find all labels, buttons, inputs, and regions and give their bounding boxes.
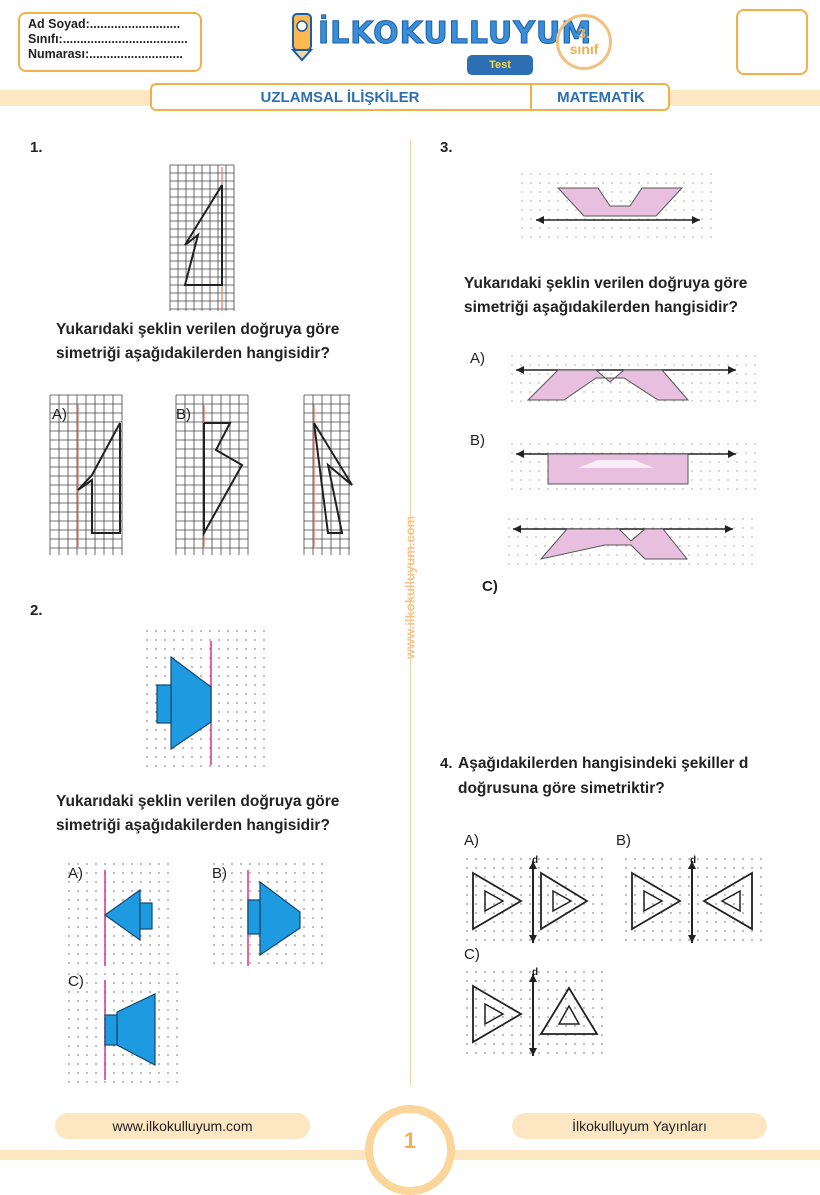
q2-text-line2: simetriği aşağıdakilerden hangisidir? xyxy=(56,817,330,834)
test-badge: Test xyxy=(467,55,533,75)
q3-number: 3. xyxy=(440,139,453,156)
q4-option-a[interactable] xyxy=(463,855,603,945)
logo-text: İLKOKULLUYUM xyxy=(317,16,593,52)
q1-number: 1. xyxy=(30,139,43,156)
q3-option-c-label: C) xyxy=(482,578,498,595)
q1-option-b-grid[interactable] xyxy=(175,394,250,557)
column-divider xyxy=(410,140,411,1085)
score-box xyxy=(736,9,808,75)
grade-number: 3. xyxy=(578,25,590,41)
q4-option-c[interactable] xyxy=(463,968,603,1058)
publisher-pill: İlkokulluyum Yayınları xyxy=(512,1113,767,1139)
q2-option-a[interactable] xyxy=(65,860,175,970)
pencil-mascot-icon xyxy=(290,13,314,62)
q4-option-a-label: A) xyxy=(464,832,479,849)
q4-option-b-label: B) xyxy=(616,832,631,849)
q2-figure xyxy=(146,630,265,767)
q2-text-line1: Yukarıdaki şeklin verilen doğruya göre xyxy=(56,793,340,810)
q3-text-line2: simetriği aşağıdakilerden hangisidir? xyxy=(464,299,738,316)
name-line: Ad Soyad:.......................... xyxy=(28,17,181,31)
q2-option-a-label: A) xyxy=(68,865,83,882)
q4-text-line2: doğrusuna göre simetriktir? xyxy=(458,780,665,797)
title-banner xyxy=(150,83,670,111)
q4-c-axis-d: d xyxy=(532,967,539,978)
student-info-box: Ad Soyad:.......................... Sını… xyxy=(18,12,202,72)
q1-option-c-grid[interactable] xyxy=(303,394,353,557)
q4-option-c-label: C) xyxy=(464,946,480,963)
q4-option-b[interactable] xyxy=(622,855,762,945)
q1-text-line1: Yukarıdaki şeklin verilen doğruya göre xyxy=(56,321,340,338)
q4-text-line1: Aşağıdakilerden hangisindeki şekiller d xyxy=(458,755,749,772)
q4-b-axis-d: d xyxy=(690,855,697,866)
q2-option-c-label: C) xyxy=(68,973,84,990)
q1-text-line2: simetriği aşağıdakilerden hangisidir? xyxy=(56,345,330,362)
q3-option-b-label: B) xyxy=(470,432,485,449)
watermark-text: www.ilkokulluyum.com xyxy=(402,515,418,660)
number-line: Numarası:........................... xyxy=(28,47,183,61)
q2-option-b[interactable] xyxy=(210,860,325,970)
q1-figure-grid xyxy=(169,164,235,311)
q4-number: 4. xyxy=(440,755,453,772)
q3-option-a[interactable] xyxy=(508,352,758,402)
q3-option-b[interactable] xyxy=(508,440,758,490)
q4-a-axis-d: d xyxy=(532,855,539,866)
banner-divider xyxy=(530,83,532,111)
q1-option-b-label: B) xyxy=(176,406,191,423)
q3-option-c[interactable] xyxy=(505,515,755,565)
q2-option-c[interactable] xyxy=(65,970,180,1085)
q3-figure xyxy=(521,173,712,238)
q2-number: 2. xyxy=(30,602,43,619)
page-number: 1 xyxy=(365,1105,455,1195)
q1-option-a-label: A) xyxy=(52,406,67,423)
website-pill[interactable]: www.ilkokulluyum.com xyxy=(55,1113,310,1139)
grade-badge: 3. sınıf xyxy=(556,14,612,70)
q3-text-line1: Yukarıdaki şeklin verilen doğruya göre xyxy=(464,275,748,292)
subject-title: UZLAMSAL İLİŞKİLER xyxy=(260,89,420,106)
grade-word: sınıf xyxy=(569,41,599,57)
course-title: MATEMATİK xyxy=(557,89,645,106)
q3-option-a-label: A) xyxy=(470,350,485,367)
class-line: Sınıfı:.................................… xyxy=(28,32,188,46)
q2-option-b-label: B) xyxy=(212,865,227,882)
q1-option-a-grid[interactable] xyxy=(49,394,124,557)
